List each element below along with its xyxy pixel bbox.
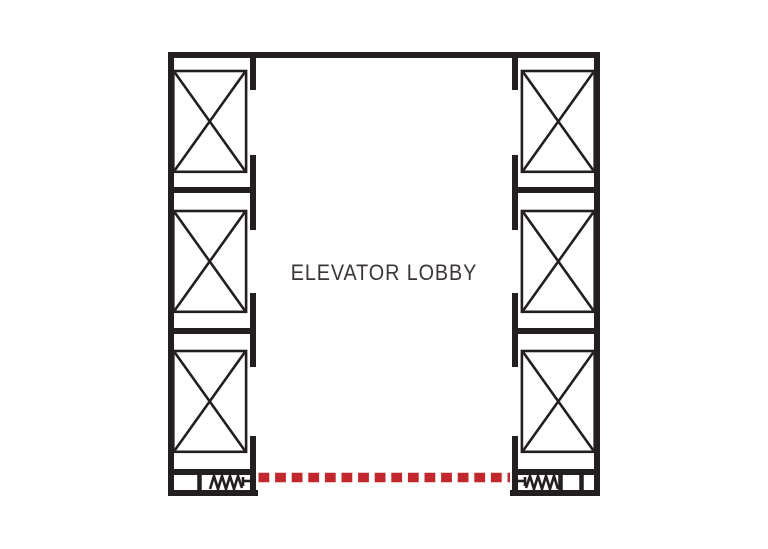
shaft-divider-wall bbox=[168, 328, 256, 334]
door-pocket-top-wall bbox=[512, 469, 600, 475]
coil-spring-icon bbox=[524, 471, 560, 494]
elevator-shaft bbox=[520, 209, 597, 314]
door-jamb-wall bbox=[250, 436, 256, 472]
door-jamb-wall bbox=[512, 58, 518, 90]
door-pocket-top-wall bbox=[168, 469, 256, 475]
door-jamb-wall bbox=[250, 58, 256, 90]
door-jamb-wall bbox=[250, 155, 256, 230]
shaft-divider-wall bbox=[512, 187, 600, 193]
elevator-shaft bbox=[172, 349, 248, 454]
elevator-shaft bbox=[172, 69, 248, 174]
bottom-wall bbox=[510, 490, 600, 496]
door-pocket-end-wall bbox=[512, 469, 518, 496]
left-outer-wall bbox=[168, 52, 174, 496]
shaft-divider-wall bbox=[168, 187, 256, 193]
elevator-shaft bbox=[520, 349, 597, 454]
door-jamb-wall bbox=[250, 293, 256, 367]
elevator-shaft bbox=[520, 69, 597, 174]
door-pocket-end-wall bbox=[250, 469, 256, 496]
door-jamb-wall bbox=[512, 436, 518, 472]
coil-spring-icon bbox=[208, 471, 244, 494]
right-outer-wall bbox=[594, 52, 600, 496]
door-jamb-wall bbox=[512, 293, 518, 367]
door-jamb-wall bbox=[512, 155, 518, 230]
bottom-wall bbox=[168, 490, 258, 496]
room-label: ELEVATOR LOBBY bbox=[290, 260, 478, 285]
shaft-divider-wall bbox=[512, 328, 600, 334]
elevator-shaft bbox=[172, 209, 248, 314]
top-wall bbox=[168, 52, 600, 58]
